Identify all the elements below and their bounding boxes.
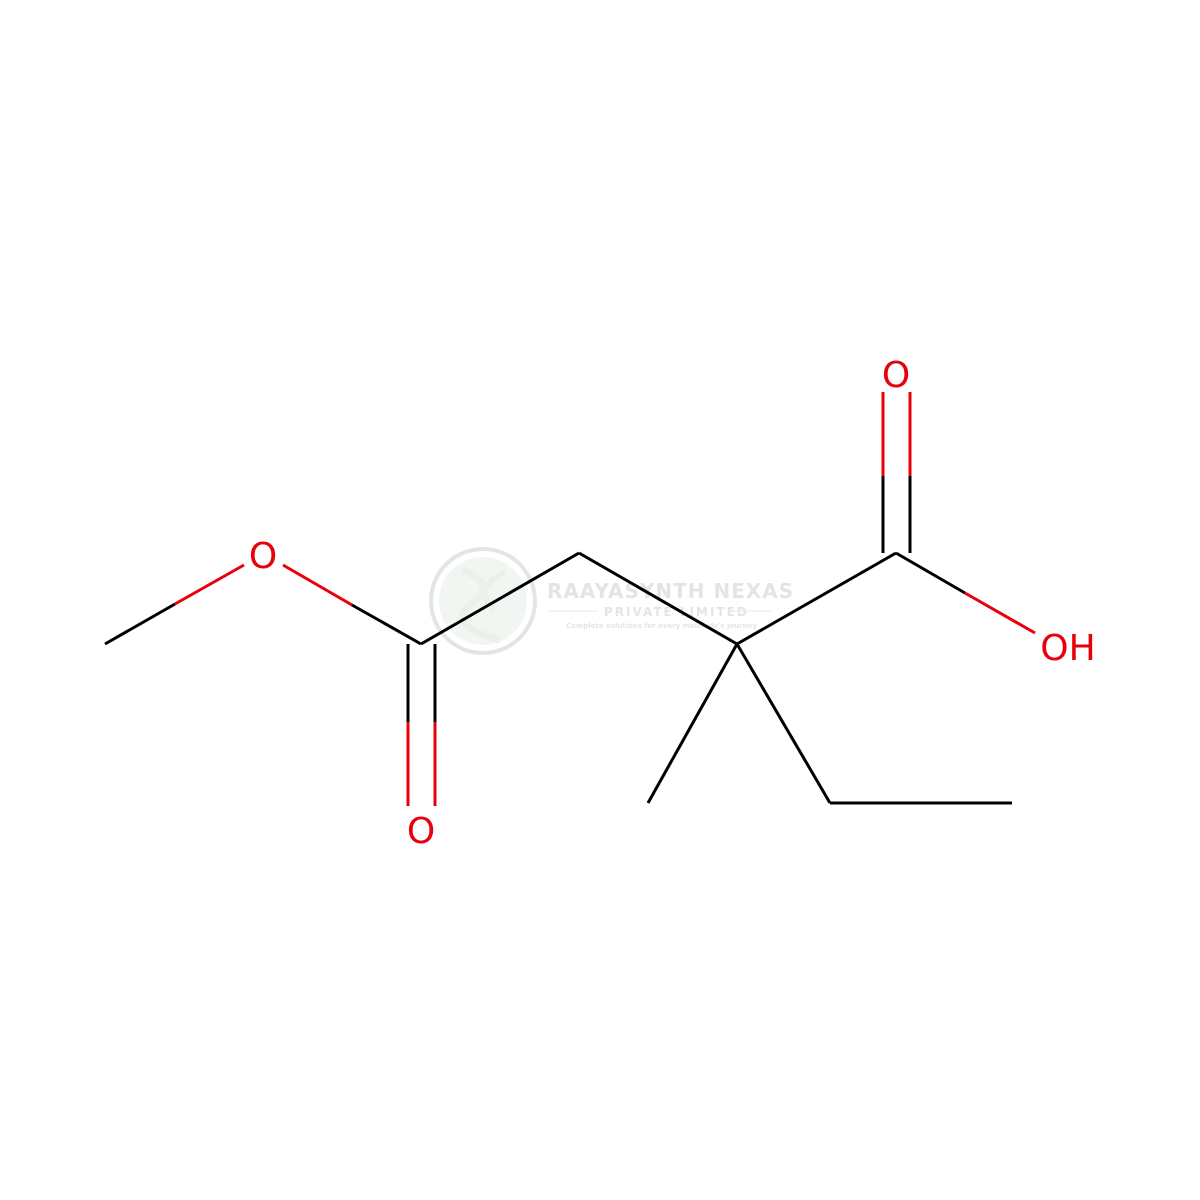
bond-cq-ethyl-1 <box>735 643 832 804</box>
bond-cq-acid <box>736 551 897 646</box>
watermark: RAAYASYNTH NEXAS PRIVATE LIMITED Complet… <box>429 547 794 655</box>
bond-cq-methyl <box>646 643 739 804</box>
atom-labels: O O O OH <box>249 355 1096 852</box>
bond-methyl-c <box>104 602 176 646</box>
atom-acid-hydroxyl: OH <box>1040 628 1095 669</box>
bond-methyl-o <box>174 563 245 606</box>
watermark-logo-icon <box>429 547 537 655</box>
watermark-title: RAAYASYNTH NEXAS <box>547 579 794 603</box>
atom-ester-oxygen: O <box>249 536 277 577</box>
bond-ester-o <box>282 563 353 607</box>
watermark-subtitle: PRIVATE LIMITED <box>604 605 749 619</box>
atom-ester-carbonyl-oxygen: O <box>407 811 435 852</box>
watermark-tagline: Complete solutions for every molecule's … <box>566 622 757 630</box>
bond-ch2-cq <box>578 551 738 646</box>
bond-acid-oh-o <box>964 591 1036 635</box>
bond-c-ch2 <box>420 551 580 646</box>
atom-acid-carbonyl-oxygen: O <box>882 355 910 396</box>
bond-acid-oh-c <box>895 551 966 595</box>
bonds <box>104 392 1036 806</box>
bond-ester-c <box>351 603 422 646</box>
